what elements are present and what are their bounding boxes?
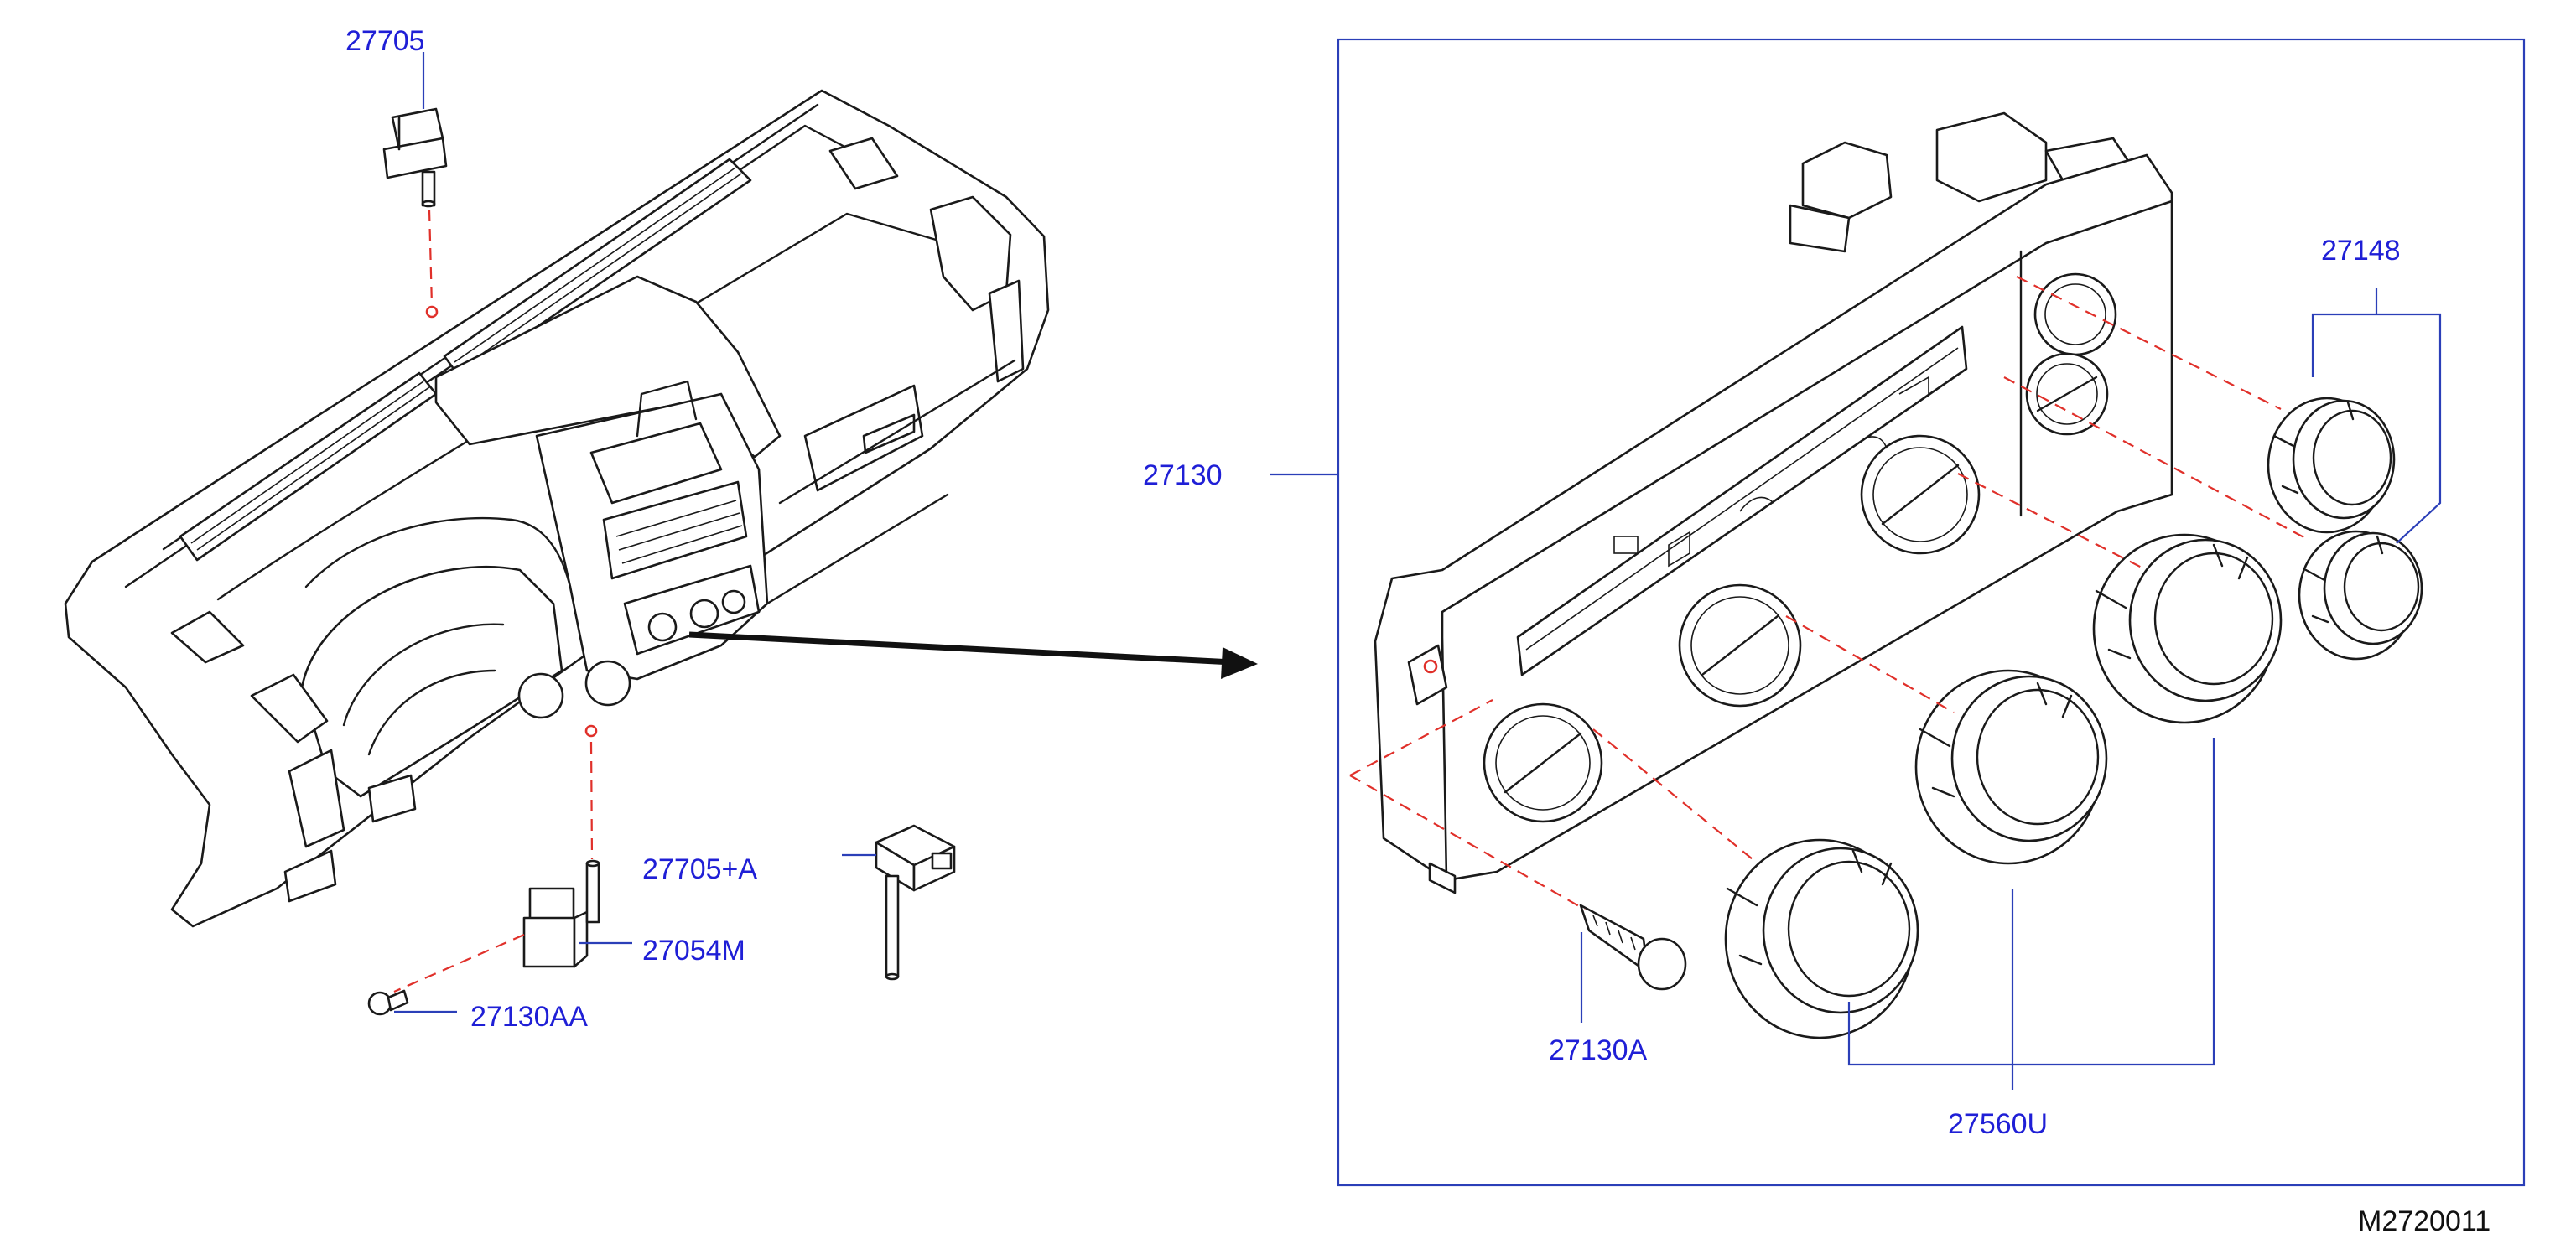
- label-27148: 27148: [2321, 235, 2401, 267]
- part-27705-drawing: [382, 107, 448, 208]
- label-27130AA: 27130AA: [470, 1001, 588, 1033]
- part-27130A-drawing: [1579, 904, 1687, 991]
- label-27560U: 27560U: [1948, 1108, 2048, 1140]
- label-27705A: 27705+A: [642, 853, 757, 885]
- assembly-frame: [1337, 38, 2526, 1187]
- phantom-lines: [1349, 276, 2311, 910]
- knob-ring-27560U-2: [1914, 669, 2108, 865]
- control-unit-27130-drawing: [1374, 111, 2174, 894]
- leader-lines: [394, 52, 2442, 1090]
- knob-ring-27560U-3: [2092, 533, 2283, 724]
- label-27130: 27130: [1143, 459, 1223, 491]
- label-27130A: 27130A: [1549, 1034, 1648, 1066]
- label-27705: 27705: [345, 25, 425, 57]
- knob-ring-27148-2: [2298, 530, 2423, 661]
- knob-ring-27148-1: [2267, 397, 2396, 534]
- part-27705A-drawing: [875, 824, 956, 981]
- diagram-code: M2720011: [2358, 1205, 2490, 1237]
- pointer-arrow: [688, 631, 1258, 679]
- knob-ring-27560U-1: [1724, 838, 1919, 1039]
- part-27130AA-drawing: [367, 989, 409, 1016]
- instrument-panel-drawing: [64, 89, 1050, 928]
- label-27054M: 27054M: [642, 935, 745, 967]
- part-27054M-drawing: [522, 859, 600, 968]
